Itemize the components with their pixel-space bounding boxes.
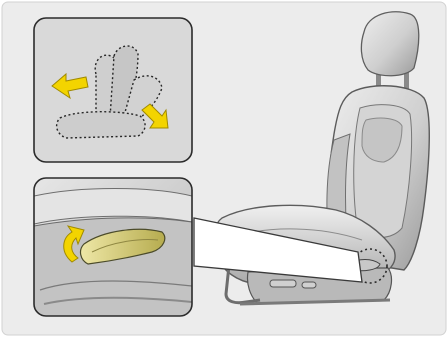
seat-side-switch-1 (270, 280, 296, 287)
inset-lever-closeup (34, 178, 192, 316)
seat-side-switch-2 (302, 282, 316, 288)
headrest (361, 12, 418, 76)
seat-cushion-outline (57, 112, 145, 138)
inset-recline-diagram (34, 18, 192, 162)
